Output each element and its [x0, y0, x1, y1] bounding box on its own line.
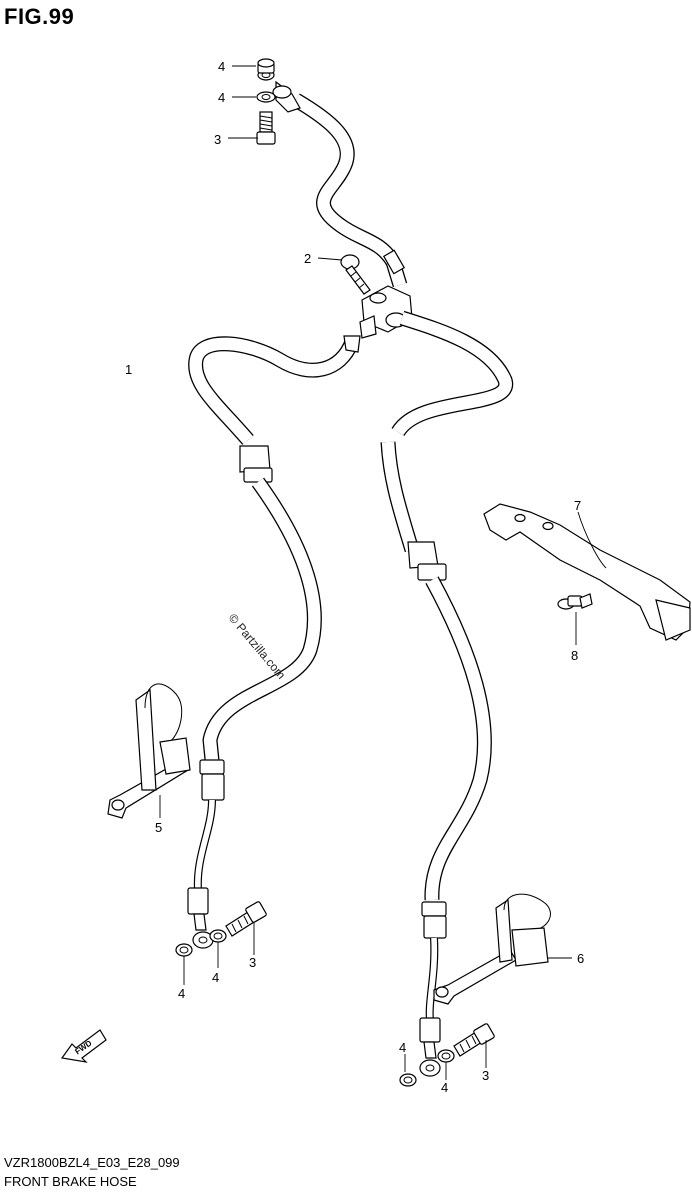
callout-4-upper-b: 4: [218, 90, 225, 105]
upper-banjo-bolt: [256, 111, 276, 145]
right-hose-clamp: [433, 893, 551, 1005]
callout-4-lower-left-b: 4: [212, 970, 219, 985]
callout-labels: 4 4 3 2 1 7 8 5 6 4 4 3 4 4 3: [125, 59, 584, 1095]
watermark-text: © Partzilla.com: [226, 611, 289, 682]
callout-3-upper: 3: [214, 132, 221, 147]
lower-right-banjo-bolt: [453, 1023, 495, 1057]
lower-left-banjo-bolt: [225, 901, 267, 937]
callout-1: 1: [125, 362, 132, 377]
upper-banjo-fitting: [272, 80, 301, 113]
lower-left-washer-1: [175, 943, 193, 957]
callout-3-lower-left: 3: [249, 955, 256, 970]
figure-title: FIG.99: [4, 4, 75, 29]
leader-lines: [159, 65, 607, 1080]
left-brake-hose: [188, 335, 361, 801]
upper-washer-2: [256, 91, 276, 103]
lower-left-washer-2: [209, 929, 227, 943]
callout-4-lower-left-a: 4: [178, 986, 185, 1001]
callout-7: 7: [574, 498, 581, 513]
bracket-bolt: [557, 593, 593, 610]
callout-4-upper-a: 4: [218, 59, 225, 74]
callout-6: 6: [577, 951, 584, 966]
upper-brake-hose: [292, 93, 408, 288]
callout-2: 2: [304, 251, 311, 266]
figure-name: FRONT BRAKE HOSE: [4, 1174, 137, 1189]
fwd-arrow-icon: FWD: [60, 1029, 107, 1063]
lower-right-washer-2: [437, 1049, 455, 1063]
upper-bracket: [483, 503, 691, 641]
left-metal-pipe: [187, 799, 216, 949]
upper-washer-1: [257, 58, 275, 81]
right-brake-hose: [380, 310, 514, 939]
callout-4-lower-right-a: 4: [399, 1040, 406, 1055]
callout-5: 5: [155, 820, 162, 835]
callout-8: 8: [571, 648, 578, 663]
left-hose-clamp: [107, 683, 191, 819]
lower-right-washer-1: [399, 1073, 417, 1087]
joint-bolt: [340, 254, 371, 295]
callout-4-lower-right-b: 4: [441, 1080, 448, 1095]
right-metal-pipe: [419, 937, 441, 1077]
model-code: VZR1800BZL4_E03_E28_099: [4, 1155, 180, 1170]
callout-3-lower-right: 3: [482, 1068, 489, 1083]
